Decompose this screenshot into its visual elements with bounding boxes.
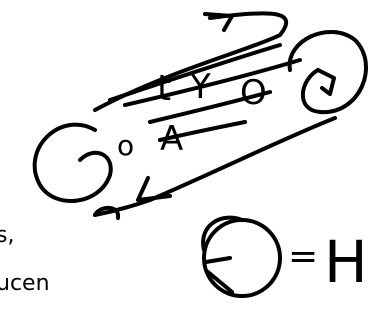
bottom-fragment-text: ucen <box>0 271 50 296</box>
letter-o-top: O <box>240 73 267 113</box>
right-spiral <box>290 32 366 112</box>
equals-sign: = <box>288 236 318 277</box>
left-spiral <box>35 125 111 201</box>
right-spiral-inner-arrow <box>318 70 334 94</box>
letter-a: A <box>160 119 183 159</box>
letter-h: H <box>324 228 368 296</box>
circle-glyph <box>203 218 280 296</box>
letter-t: t <box>157 68 171 109</box>
letter-small-o: o <box>117 129 134 162</box>
letter-y: Y <box>189 67 211 107</box>
bottom-arrowhead <box>138 178 170 200</box>
left-fragment-text: s, <box>0 223 14 248</box>
